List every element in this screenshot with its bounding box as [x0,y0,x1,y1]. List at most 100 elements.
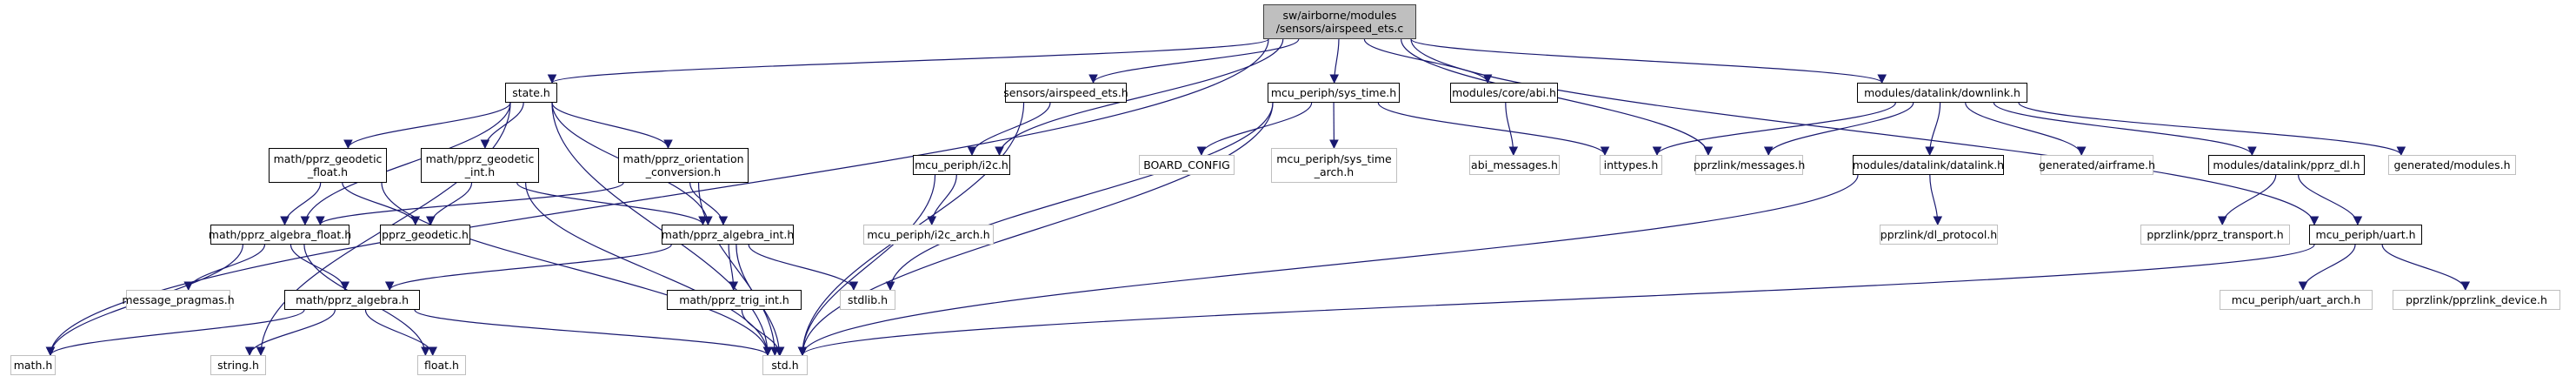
node-stdlib-h: stdlib.h [840,290,895,310]
node-label: generated/modules.h [2393,158,2511,171]
node-label: mcu_periph/i2c.h [915,158,1008,171]
edge-i2c-to-std_h [797,174,936,357]
edge-state-to-alg_float [300,102,511,226]
node-datalink-h[interactable]: modules/datalink/datalink.h [1853,155,2004,175]
edge-downlink-to-inttypes [1652,102,1896,157]
node-label: math/pprz_trig_int.h [679,293,789,306]
edge-alg_int-to-trig_int [728,244,739,292]
node-label: std.h [771,359,799,372]
edge-geo_float-to-pprz_geodetic [342,182,421,226]
edge-i2c-to-i2c_arch [927,174,957,226]
node-label: sensors/airspeed_ets.h [1003,86,1128,99]
node-uart-arch-h: mcu_periph/uart_arch.h [2220,290,2373,310]
node-pprz-trig-int-h[interactable]: math/pprz_trig_int.h [667,290,802,310]
node-pprz-algebra-h[interactable]: math/pprz_algebra.h [284,290,420,310]
node-i2c-h[interactable]: mcu_periph/i2c.h [913,155,1010,175]
node-pprz-transport-h: pprzlink/pprz_transport.h [2140,225,2290,245]
edge-uart-to-uart_arch [2298,244,2356,292]
edge-algebra-to-string_h [244,309,336,357]
node-sys-time-h[interactable]: mcu_periph/sys_time.h [1268,83,1400,103]
node-i2c-arch-h: mcu_periph/i2c_arch.h [863,225,994,245]
node-board-config: BOARD_CONFIG [1139,155,1235,175]
edge-algebra-to-float_h [364,309,438,357]
node-label: message_pragmas.h [122,293,235,306]
node-label: math/pprz_algebra_float.h [208,228,352,241]
node-label: pprzlink/pprzlink_device.h [2406,293,2547,306]
node-inttypes-h: inttypes.h [1600,155,1662,175]
node-root-file: sw/airborne/modules /sensors/airspeed_et… [1263,4,1416,39]
node-label: modules/datalink/pprz_dl.h [2213,158,2360,171]
node-abi-messages-h: abi_messages.h [1469,155,1560,175]
node-label: float.h [424,359,459,372]
node-pprz-orientation-conversion-h[interactable]: math/pprz_orientation _conversion.h [618,148,749,183]
edge-geo_float-to-std_h [381,182,773,357]
node-label: math/pprz_algebra_int.h [661,228,795,241]
node-generated-airframe-h: generated/airframe.h [2039,155,2156,175]
edge-geo_float-to-alg_float [280,182,322,226]
edge-trig_int-to-std_h [741,309,785,357]
node-pprz-geodetic-int-h[interactable]: math/pprz_geodetic _int.h [421,148,539,183]
node-abi-h[interactable]: modules/core/abi.h [1450,83,1558,103]
node-label: pprz_geodetic.h [382,228,469,241]
edge-state-to-orient [551,102,673,150]
node-label: math/pprz_orientation _conversion.h [622,152,744,178]
edge-sys_time-to-std_h [797,102,1274,357]
node-dl-protocol-h: pprzlink/dl_protocol.h [1880,225,1998,245]
node-label: modules/datalink/downlink.h [1864,86,2020,99]
edge-root-to-sys_time [1329,38,1340,84]
node-label: stdlib.h [847,293,889,306]
node-math-h: math.h [10,355,56,375]
edge-root-to-airspeed_h [1088,38,1300,84]
edge-datalink-to-dl_protocol [1929,174,1943,226]
edge-state-to-geo_float [343,102,511,150]
node-generated-modules-h: generated/modules.h [2388,155,2516,175]
node-downlink-h[interactable]: modules/datalink/downlink.h [1857,83,2027,103]
node-pprz-algebra-float-h[interactable]: math/pprz_algebra_float.h [208,225,352,245]
edge-state-to-std_h [551,102,773,357]
node-label: modules/datalink/datalink.h [1852,158,2005,171]
node-std-h: std.h [762,355,808,375]
node-label: abi_messages.h [1471,158,1558,171]
node-label: mcu_periph/sys_time.h [1270,86,1397,99]
node-pprzlink-device-h: pprzlink/pprzlink_device.h [2393,290,2560,310]
node-pprz-algebra-int-h[interactable]: math/pprz_algebra_int.h [662,225,794,245]
edge-airspeed_h-to-i2c [967,102,1051,157]
node-state-h[interactable]: state.h [505,83,557,103]
node-string-h: string.h [210,355,266,375]
node-pprz-geodetic-h[interactable]: pprz_geodetic.h [380,225,470,245]
edge-uart-to-std_h [797,244,2315,357]
node-label: sw/airborne/modules /sensors/airspeed_et… [1275,9,1404,35]
edge-algebra-to-std_h [414,309,773,357]
edge-geo_int-to-alg_int [516,182,708,226]
edge-pprz_dl-to-uart [2298,174,2363,226]
node-float-h: float.h [417,355,466,375]
node-pprz-geodetic-float-h[interactable]: math/pprz_geodetic _float.h [269,148,387,183]
edge-root-to-math_h [45,38,1269,357]
edge-state-to-geo_int [480,102,524,150]
node-pprz-dl-h[interactable]: modules/datalink/pprz_dl.h [2208,155,2365,175]
edge-algebra-to-math_h [45,309,305,357]
edge-root-to-downlink [1410,38,1887,84]
edge-root-to-abi [1363,38,1493,84]
node-label: generated/airframe.h [2039,158,2156,171]
node-uart-h[interactable]: mcu_periph/uart.h [2309,225,2422,245]
edge-orient-to-alg_float [316,182,624,226]
edge-downlink-to-airframe [1965,102,2087,157]
edge-sys_time-to-stdlib [885,102,1274,292]
edge-alg_int-to-algebra [384,244,672,292]
node-airspeed-ets-h[interactable]: sensors/airspeed_ets.h [1003,83,1128,103]
edge-downlink-to-pprzlink_messages [1763,102,1914,157]
node-label: math/pprz_geodetic _float.h [273,152,383,178]
node-label: math/pprz_algebra.h [295,293,409,306]
edge-downlink-to-modules_h [2018,102,2406,157]
edge-uart-to-pprzlink_device [2381,244,2471,292]
node-label: mcu_periph/i2c_arch.h [867,228,990,241]
edge-downlink-to-datalink [1925,102,1941,157]
node-label: mcu_periph/uart.h [2315,228,2416,241]
node-label: math.h [13,359,53,372]
edge-pprz_dl-to-pprz_transport [2217,174,2277,226]
edge-root-to-state [548,38,1269,84]
node-label: mcu_periph/uart_arch.h [2231,293,2361,306]
node-label: mcu_periph/sys_time _arch.h [1276,152,1392,178]
